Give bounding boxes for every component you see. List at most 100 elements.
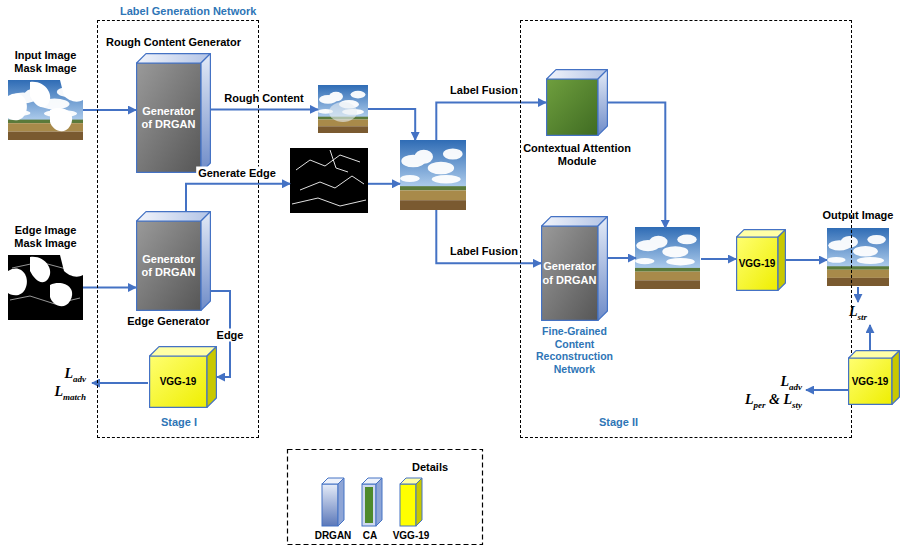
stage-frame: Label Generation NetworkStage IRough Con… <box>97 20 259 438</box>
cube-face <box>892 351 899 405</box>
connector-arrow <box>83 287 136 289</box>
vgg-block: VGG-19 <box>736 229 786 291</box>
cube-face <box>201 54 210 173</box>
mask-blob <box>8 268 27 295</box>
icon-face <box>365 487 373 523</box>
subscript: adv <box>73 374 86 384</box>
cube-face <box>849 358 892 404</box>
subscript: sty <box>792 400 802 410</box>
edge-mask-image: Edge Image Mask Image <box>8 255 83 320</box>
edge-map-picture <box>290 148 368 213</box>
subscript: per <box>754 400 766 410</box>
edge-label: Rough Content <box>222 92 305 105</box>
ca-icon <box>362 478 382 526</box>
stage-name: Stage I <box>161 416 197 429</box>
cube-face <box>137 54 211 63</box>
block-name: Generator of DRGAN <box>541 226 598 321</box>
reconstructed-picture <box>635 227 700 289</box>
loss-arrow <box>869 325 871 350</box>
loss-term: Lstr <box>849 304 867 325</box>
connector-arrow <box>608 257 636 259</box>
attention-block: Contextual Attention Module <box>546 69 608 136</box>
edge-background <box>290 148 368 213</box>
rough-content-image <box>318 85 368 133</box>
connector-arrow <box>211 108 318 110</box>
cube-face <box>137 63 201 172</box>
edge-label: Label Fusion <box>448 84 520 97</box>
blurred-fill <box>329 102 357 122</box>
caption-text: Fine-Grained Content Reconstruction Netw… <box>523 325 627 375</box>
vgg-icon <box>400 478 422 526</box>
cube-face <box>547 70 608 79</box>
cube-face <box>207 347 216 408</box>
edge-line <box>296 155 360 170</box>
legend-text: DRGAN <box>315 530 352 542</box>
fused-label-image <box>400 140 466 210</box>
connector-arrow <box>368 109 415 140</box>
generator-block: Generator of DRGANEdge Generator <box>136 211 211 311</box>
loss-arrow <box>806 389 848 391</box>
mask-blob <box>8 93 27 120</box>
landscape-photo <box>318 85 368 133</box>
generator-block: Generator of DRGANFine-Grained Content R… <box>541 216 608 321</box>
cube-face <box>737 237 778 290</box>
mask-blob <box>60 80 83 102</box>
icon-face <box>322 484 338 526</box>
rough-content-picture <box>318 85 368 133</box>
drgan-icon <box>322 478 344 526</box>
loss-arrow <box>92 382 148 384</box>
connector-arrow <box>83 109 136 111</box>
caption-text: Edge Image Mask Image <box>5 224 87 250</box>
cube-face <box>137 212 211 221</box>
cube-face <box>849 351 900 358</box>
edge-line <box>330 150 348 172</box>
caption-text: Input Image Mask Image <box>5 49 87 75</box>
block-name: Generator of DRGAN <box>136 63 201 173</box>
edge-label: Generate Edge <box>196 167 278 180</box>
loss-term: Lper & Lsty <box>745 392 802 413</box>
details-box <box>288 450 483 545</box>
reconstructed-image <box>636 228 701 290</box>
caption-text: Edge Generator <box>127 315 210 328</box>
generator-block: Rough Content GeneratorGenerator of DRGA… <box>136 53 211 173</box>
mask-blob <box>50 283 72 306</box>
block-name: VGG-19 <box>149 356 207 408</box>
vgg-block: VGG-19 <box>848 350 900 405</box>
icon-face <box>338 478 344 526</box>
icon-face <box>376 478 382 526</box>
fused-label-picture <box>400 140 466 210</box>
edge-label: Label Fusion <box>448 245 520 258</box>
caption-text: Output Image <box>823 209 894 222</box>
dashed-frame <box>288 450 483 545</box>
icon-face <box>416 478 422 526</box>
edge-mask-picture <box>8 255 83 320</box>
icon-face <box>362 484 376 526</box>
landscape-photo <box>8 80 83 140</box>
subscript: str <box>858 312 868 322</box>
mask-blob <box>60 255 83 277</box>
block-name: Generator of DRGAN <box>136 221 201 311</box>
connector-arrow <box>436 210 541 263</box>
cube-face <box>778 230 785 291</box>
cube-face <box>137 221 201 310</box>
icon-face <box>400 484 416 526</box>
block-name: VGG-19 <box>736 237 778 291</box>
subscript: match <box>63 392 86 402</box>
caption-text: Rough Content Generator <box>106 36 241 49</box>
connector-arrow <box>368 183 400 185</box>
cube-face <box>201 212 210 311</box>
connector-arrow <box>701 258 736 260</box>
connector-arrow <box>186 184 290 211</box>
output-image: Output Image <box>827 228 889 286</box>
stage-frame: Stage IIContextual Attention ModuleGener… <box>520 20 852 438</box>
edge-background <box>8 255 83 320</box>
mask-blob <box>50 108 72 131</box>
vgg-block: VGG-19 <box>149 346 217 408</box>
legend-heading: Details <box>412 461 448 474</box>
cube-face <box>598 70 607 136</box>
loss-term: Ladv <box>780 374 802 395</box>
connector-arrow <box>786 259 827 261</box>
loss-term: Ladv <box>64 366 86 387</box>
